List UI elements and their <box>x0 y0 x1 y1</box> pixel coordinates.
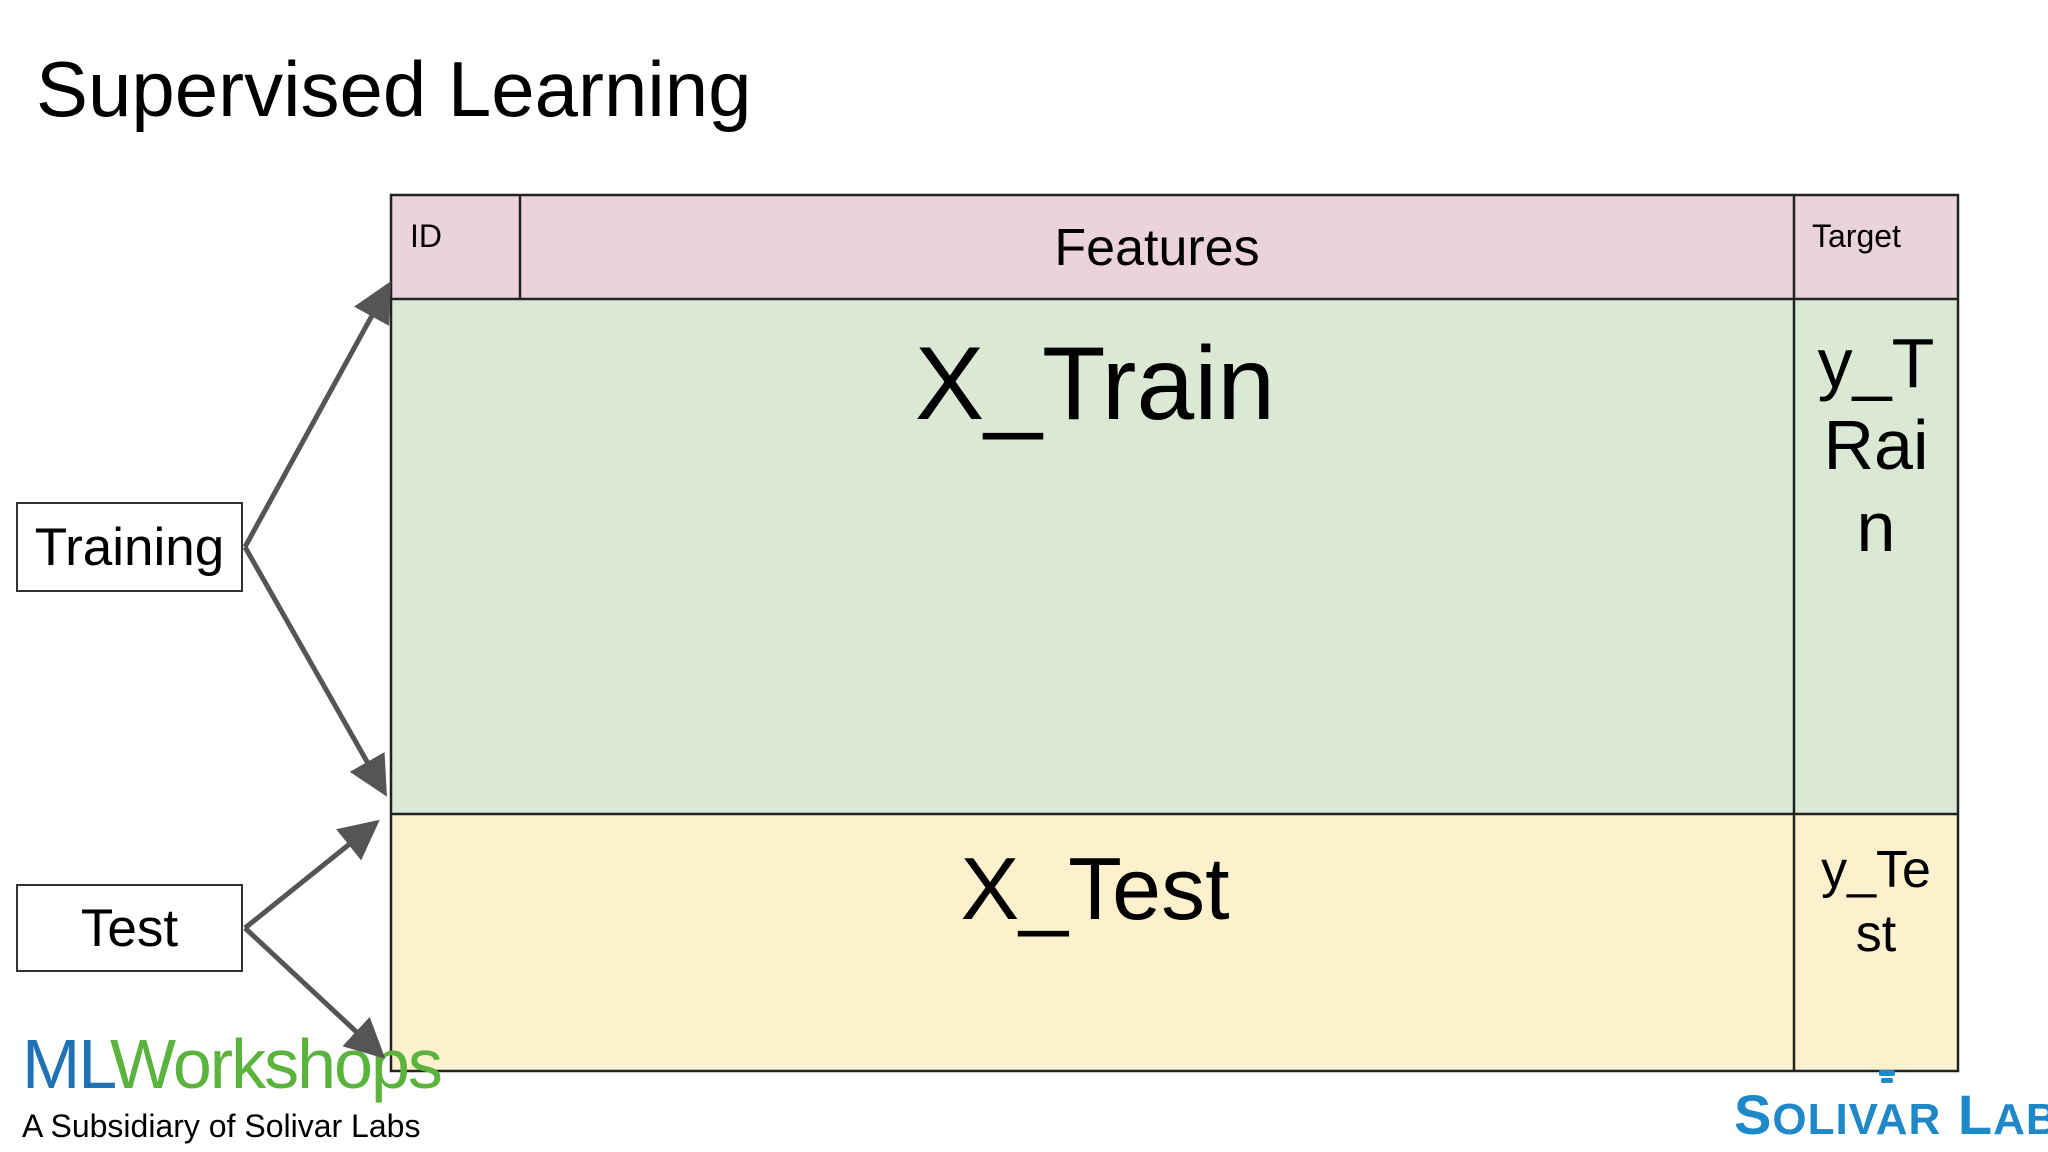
y-train-label: y_T Rai n <box>1794 322 1958 568</box>
brand-s: S <box>1734 1083 1773 1146</box>
train-region <box>391 299 1958 814</box>
brand-olivar: OLIVAR <box>1772 1095 1942 1144</box>
test-region <box>391 814 1958 1071</box>
training-label: Training <box>34 517 225 577</box>
training-label-box: Training <box>16 502 243 592</box>
y-train-line: Rai <box>1823 406 1929 484</box>
x-train-label: X_Train <box>914 326 1276 442</box>
test-label: Test <box>80 898 179 958</box>
header-features: Features <box>1054 219 1260 277</box>
solivar-labs-logo: SOLIVAR LABS <box>1734 1082 2048 1147</box>
brand-l: L <box>1957 1083 1994 1146</box>
y-test-line: y_Te <box>1821 841 1931 899</box>
header-row <box>391 195 1958 299</box>
lightbulb-icon <box>1879 1070 1895 1083</box>
logo-ml-text: ML <box>22 1025 112 1103</box>
y-test-line: st <box>1855 905 1897 963</box>
logo-workshops-text: Workshops <box>110 1025 443 1103</box>
header-target: Target <box>1812 218 1901 254</box>
subsidiary-text: A Subsidiary of Solivar Labs <box>22 1108 421 1144</box>
brand-abs: ABS <box>1993 1095 2048 1144</box>
slide-title: Supervised Learning <box>36 45 752 133</box>
y-train-line: n <box>1856 488 1896 566</box>
test-label-box: Test <box>16 884 243 972</box>
y-test-label: y_Te st <box>1794 838 1958 966</box>
mlworkshops-logo: MLWorkshops <box>22 1024 443 1104</box>
y-train-line: y_T <box>1817 324 1935 402</box>
x-test-label: X_Test <box>960 839 1230 938</box>
header-id: ID <box>410 218 442 254</box>
